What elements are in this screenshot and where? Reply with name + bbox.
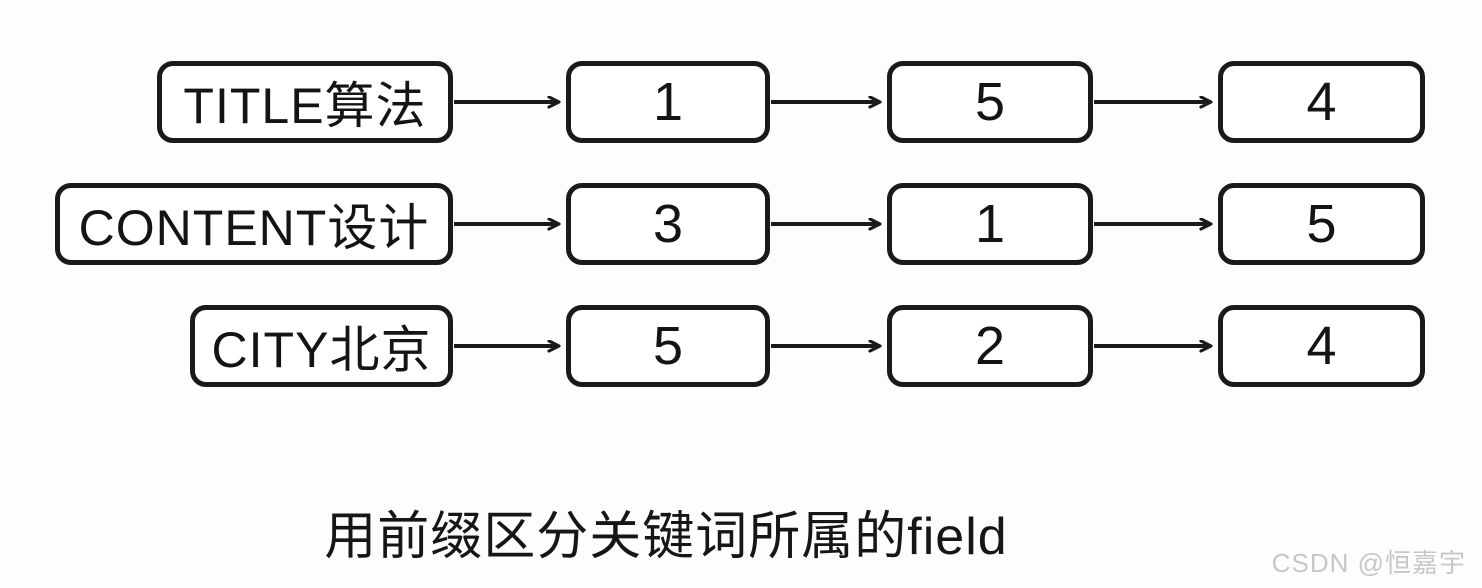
posting-node: 4 bbox=[1218, 61, 1425, 143]
posting-node: 1 bbox=[887, 183, 1093, 265]
caption-text: 用前缀区分关键词所属的field bbox=[324, 508, 1008, 566]
posting-node: 3 bbox=[566, 183, 770, 265]
field-prefix-box-city: CITY北京 bbox=[190, 305, 453, 387]
posting-node: 5 bbox=[887, 61, 1093, 143]
posting-node: 2 bbox=[887, 305, 1093, 387]
posting-node: 5 bbox=[566, 305, 770, 387]
posting-node: 4 bbox=[1218, 305, 1425, 387]
field-prefix-box-title: TITLE算法 bbox=[157, 61, 453, 143]
posting-node: 1 bbox=[566, 61, 770, 143]
field-prefix-box-content: CONTENT设计 bbox=[55, 183, 453, 265]
watermark-text: CSDN @恒嘉宇 bbox=[1271, 548, 1466, 578]
posting-node: 5 bbox=[1218, 183, 1425, 265]
